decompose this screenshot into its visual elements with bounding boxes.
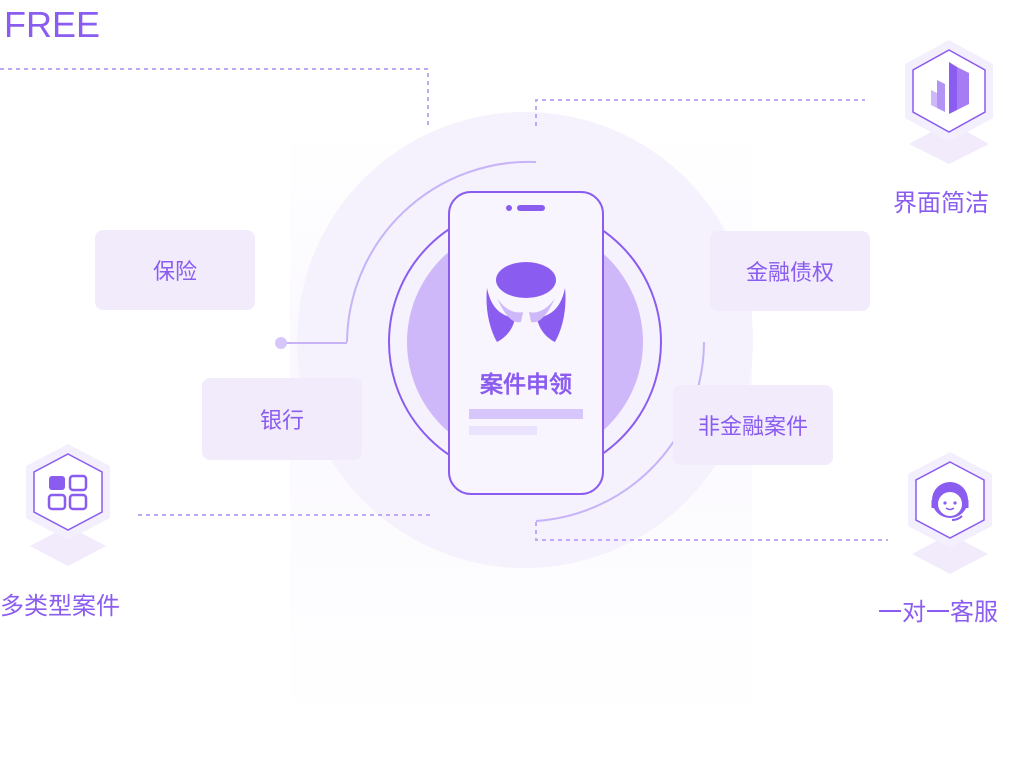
grid-apps-icon bbox=[18, 442, 118, 566]
bar-chart-icon bbox=[897, 40, 1001, 164]
free-label: FREE bbox=[4, 4, 101, 45]
feature-label-one-on-one: 一对一客服 bbox=[878, 598, 998, 626]
category-card-financial-debt[interactable]: 金融债权 bbox=[710, 231, 870, 311]
dotted-connectors bbox=[0, 68, 888, 541]
category-card-bank[interactable]: 银行 bbox=[202, 378, 362, 460]
connector-top-left bbox=[0, 68, 429, 125]
phone-camera bbox=[506, 205, 512, 211]
feature-label-simple-ui: 界面简洁 bbox=[893, 189, 989, 217]
orbit-arc-top bbox=[346, 160, 537, 343]
category-label: 金融债权 bbox=[745, 261, 834, 286]
orbit-dot bbox=[275, 337, 287, 349]
phone-bar-short bbox=[469, 426, 537, 435]
connector-top-right bbox=[535, 99, 865, 126]
customer-service-icon bbox=[900, 450, 1000, 574]
app-logo-icon bbox=[483, 258, 569, 344]
phone-title: 案件申领 bbox=[480, 372, 572, 398]
phone-bar-long bbox=[469, 409, 583, 419]
category-card-non-financial[interactable]: 非金融案件 bbox=[673, 385, 833, 465]
category-card-insurance[interactable]: 保险 bbox=[95, 230, 255, 310]
category-label: 非金融案件 bbox=[697, 415, 808, 440]
phone-speaker bbox=[517, 205, 545, 211]
category-label: 银行 bbox=[259, 409, 304, 434]
category-label: 保险 bbox=[152, 260, 197, 285]
feature-label-multi-type: 多类型案件 bbox=[0, 592, 120, 620]
connector-bottom-right bbox=[535, 522, 888, 541]
orbit-arc-bottom bbox=[535, 341, 705, 522]
